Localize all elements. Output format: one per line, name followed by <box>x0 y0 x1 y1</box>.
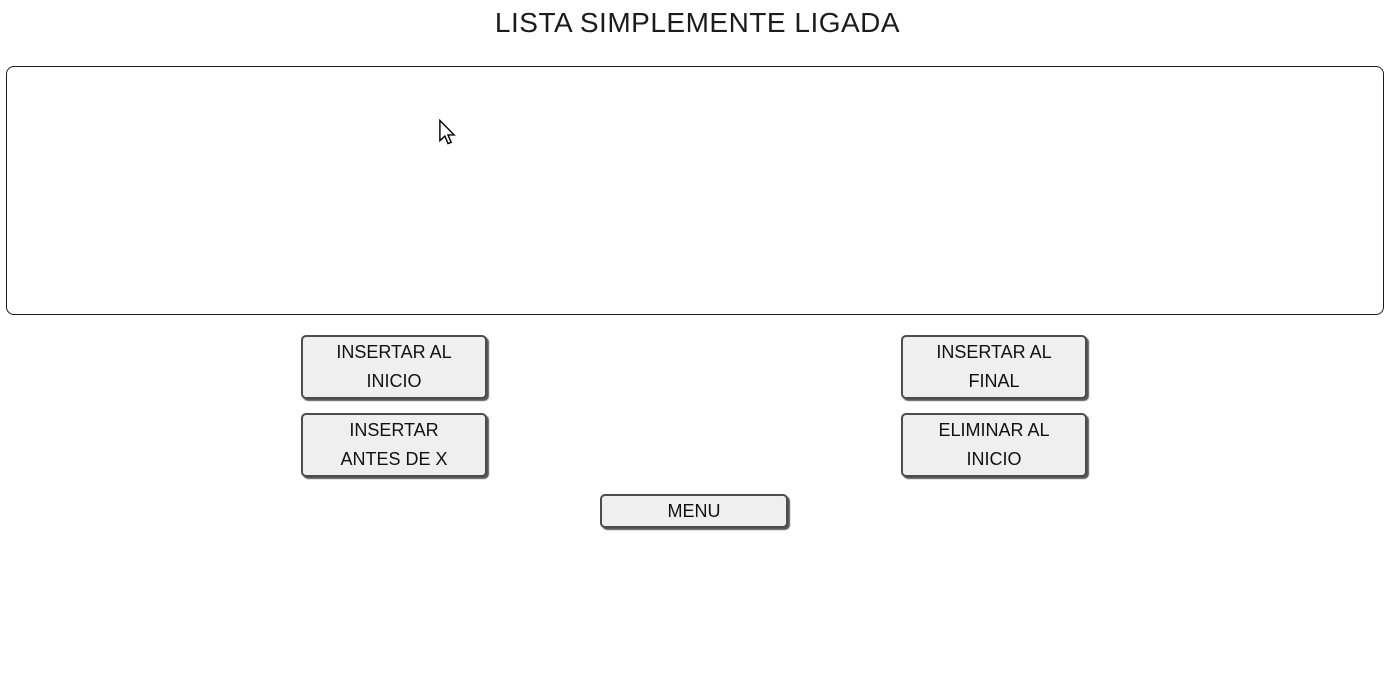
page-title: LISTA SIMPLEMENTE LIGADA <box>494 7 901 38</box>
insertar-antes-de-x-button[interactable]: INSERTAR ANTES DE X <box>301 413 487 477</box>
insertar-al-inicio-button[interactable]: INSERTAR AL INICIO <box>301 335 487 399</box>
menu-button[interactable]: MENU <box>600 494 788 528</box>
eliminar-al-inicio-button[interactable]: ELIMINAR AL INICIO <box>901 413 1087 477</box>
linked-list-canvas <box>6 66 1384 315</box>
insertar-al-final-button[interactable]: INSERTAR AL FINAL <box>901 335 1087 399</box>
mouse-cursor-icon <box>439 119 456 145</box>
